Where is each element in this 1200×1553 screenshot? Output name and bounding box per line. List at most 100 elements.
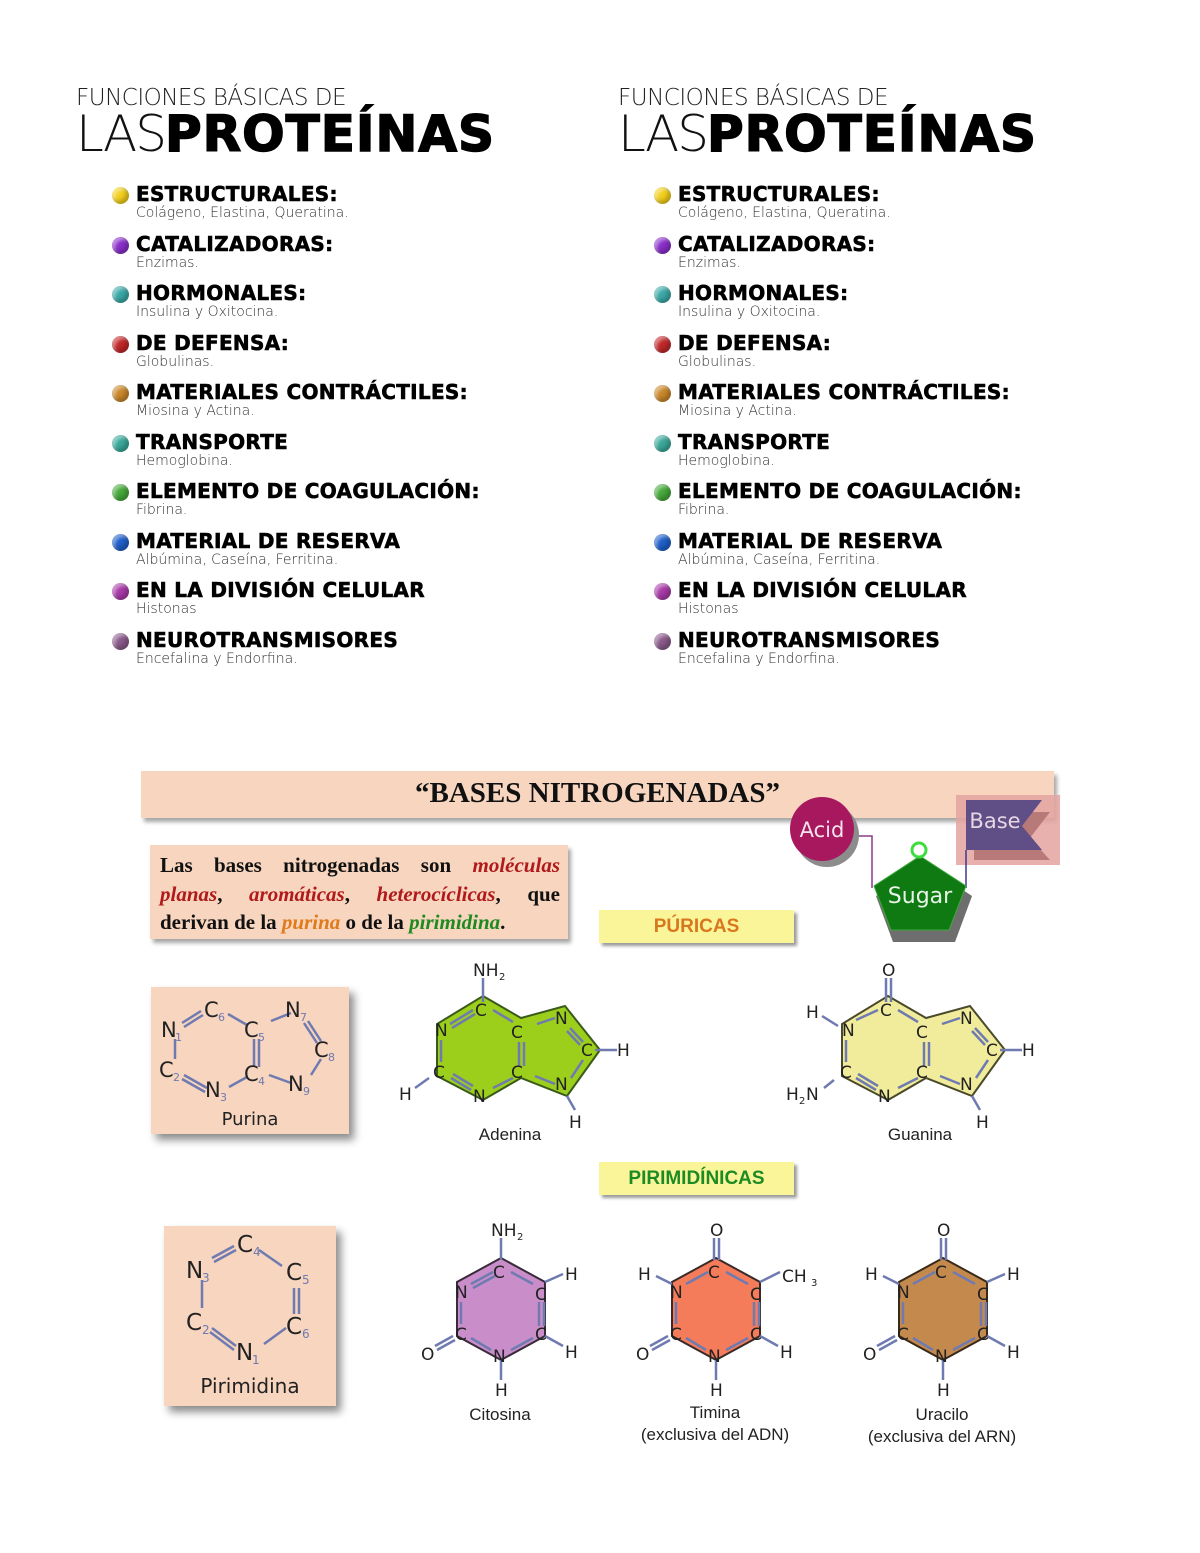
protein-function-examples: Albúmina, Caseína, Ferritina. — [678, 551, 881, 568]
svg-text:2: 2 — [173, 1071, 180, 1084]
green-hexagon-icon — [654, 484, 671, 501]
purple-hexagon-icon — [654, 236, 671, 254]
teal-hexagon-icon — [112, 286, 129, 303]
intro-text-box: Las bases nitrogenadas son moléculas pla… — [150, 845, 568, 939]
svg-text:4: 4 — [253, 1245, 261, 1259]
purina-label: Purina — [221, 1109, 279, 1130]
svg-text:C: C — [880, 1001, 892, 1021]
uracilo-label: Uracilo (exclusiva del ARN) — [857, 1404, 1027, 1448]
svg-text:H: H — [617, 1041, 630, 1061]
citosina-label: Citosina — [469, 1405, 531, 1424]
protein-function-title: HORMONALES: — [136, 281, 307, 305]
protein-function-examples: Fibrina. — [678, 502, 730, 518]
blue-hexagon-icon — [112, 533, 129, 551]
intro-highlight: aromáticas — [249, 881, 345, 906]
svg-text:N: N — [288, 1072, 304, 1096]
svg-text:C: C — [186, 1310, 202, 1336]
svg-text:C: C — [455, 1325, 467, 1345]
timina-note: (exclusiva del ADN) — [640, 1425, 790, 1444]
mauve-hexagon-icon — [112, 632, 129, 650]
svg-text:C: C — [750, 1325, 762, 1345]
svg-text:C: C — [493, 1263, 505, 1283]
svg-text:N: N — [473, 1087, 486, 1107]
svg-text:N: N — [493, 1347, 506, 1367]
adenina-label: Adenina — [478, 1125, 542, 1144]
protein-function-title: HORMONALES: — [678, 281, 849, 305]
svg-text:C: C — [244, 1062, 259, 1086]
magenta-hexagon-icon — [112, 583, 129, 600]
svg-text:2: 2 — [799, 1096, 805, 1107]
proteins-supertitle: FUNCIONES BÁSICAS DE — [76, 85, 347, 111]
green-hexagon-icon — [112, 484, 129, 501]
bases-banner: “BASES NITROGENADAS” — [141, 771, 1054, 818]
svg-text:C: C — [159, 1058, 174, 1082]
intro-highlight-purina: purina — [281, 910, 341, 934]
protein-function-examples: Encefalina y Endorfina. — [678, 650, 840, 667]
svg-text:CH: CH — [782, 1267, 807, 1287]
svg-text:H: H — [565, 1265, 578, 1285]
protein-function-title: MATERIALES CONTRÁCTILES: — [678, 380, 1010, 404]
svg-text:4: 4 — [258, 1075, 265, 1088]
protein-function-examples: Albúmina, Caseína, Ferritina. — [136, 551, 339, 568]
svg-text:C: C — [314, 1038, 329, 1062]
acid-circle-icon — [790, 797, 854, 861]
protein-function-examples: Miosina y Actina. — [678, 403, 797, 419]
svg-text:C: C — [286, 1260, 302, 1286]
svg-text:H: H — [1007, 1265, 1020, 1285]
blue-hexagon-icon — [654, 533, 671, 551]
nucleotide-diagram: Base Acid Sugar — [780, 780, 1070, 950]
protein-function-title: EN LA DIVISIÓN CELULAR — [136, 578, 425, 602]
svg-text:C: C — [840, 1063, 852, 1083]
svg-text:C: C — [935, 1263, 947, 1283]
guanina-label: Guanina — [887, 1125, 953, 1144]
protein-function-item: ESTRUCTURALES:Colágeno, Elastina, Querat… — [654, 183, 1088, 233]
svg-text:N: N — [960, 1075, 973, 1095]
intro-highlight: moléculas planas — [160, 853, 560, 906]
svg-text:N: N — [161, 1018, 177, 1042]
svg-text:C: C — [708, 1263, 720, 1283]
svg-text:N: N — [708, 1347, 721, 1367]
protein-function-examples: Encefalina y Endorfina. — [136, 650, 298, 667]
red-hexagon-icon — [112, 335, 129, 353]
protein-function-examples: Enzimas. — [136, 254, 199, 271]
svg-text:C: C — [977, 1285, 989, 1305]
proteins-title: LASPROTEÍNAS — [618, 107, 1088, 173]
purple-hexagon-icon — [112, 236, 129, 254]
protein-function-item: ESTRUCTURALES:Colágeno, Elastina, Querat… — [112, 183, 546, 233]
svg-text:6: 6 — [218, 1011, 225, 1024]
protein-function-title: TRANSPORTE — [136, 429, 289, 454]
svg-text:C: C — [511, 1063, 523, 1083]
svg-text:O: O — [421, 1345, 434, 1365]
protein-function-title: ELEMENTO DE COAGULACIÓN: — [678, 479, 1022, 503]
bases-title: “BASES NITROGENADAS” — [414, 777, 780, 809]
proteins-title: LASPROTEÍNAS — [76, 107, 546, 173]
svg-text:O: O — [882, 961, 895, 981]
protein-function-title: MATERIALES CONTRÁCTILES: — [136, 380, 468, 404]
svg-text:H: H — [806, 1003, 819, 1023]
protein-function-title: DE DEFENSA: — [678, 330, 832, 355]
svg-text:H: H — [1007, 1343, 1020, 1363]
protein-function-examples: Histonas — [678, 601, 739, 617]
svg-text:C: C — [670, 1325, 682, 1345]
teal-hexagon-icon — [654, 286, 671, 303]
svg-text:C: C — [433, 1063, 445, 1083]
pirimidinicas-tag: PIRIMIDÍNICAS — [599, 1162, 794, 1195]
protein-function-item: CATALIZADORAS:Enzimas. — [654, 232, 1088, 283]
svg-text:H: H — [786, 1085, 799, 1105]
proteins-infographic-right: FUNCIONES BÁSICAS DE LASPROTEÍNAS ESTRUC… — [618, 86, 1088, 678]
svg-text:H: H — [565, 1343, 578, 1363]
svg-text:C: C — [916, 1023, 928, 1043]
svg-text:3: 3 — [811, 1278, 817, 1289]
